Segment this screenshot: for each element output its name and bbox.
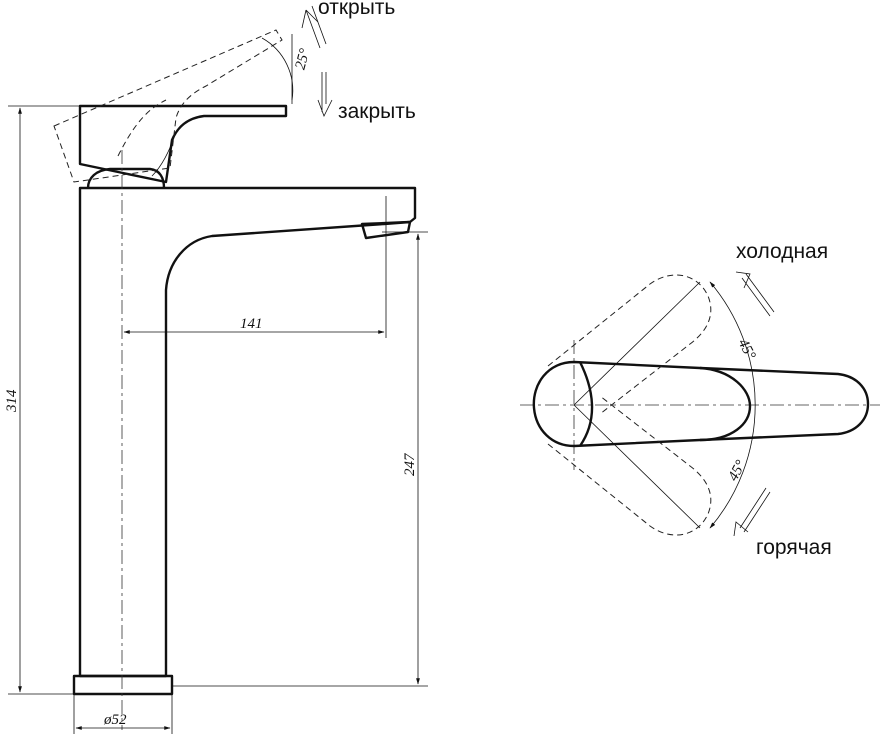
rotation-arc: [709, 281, 756, 529]
cold-label: холодная: [736, 240, 828, 263]
close-label: закрыть: [338, 100, 416, 123]
angle-label: 25°: [293, 47, 314, 71]
faucet-top-view: 45° 45° холодная горячая: [520, 240, 880, 559]
dim-52-label: ø52: [103, 712, 127, 728]
top-handle-inner: [578, 361, 752, 447]
cartridge-dome: [86, 167, 166, 189]
faucet-side-view: 25° открыть закрыть 314 247 141 ø52: [4, 0, 428, 734]
angle-arc: [261, 37, 294, 101]
angle-ray-cold: [573, 281, 701, 406]
faucet-body: [78, 186, 417, 678]
top-handle: [532, 360, 870, 448]
open-label: открыть: [318, 0, 395, 19]
open-arrow-shaft: [311, 5, 327, 45]
top-handle-hot-dashed: [547, 395, 712, 536]
top-handle-cold-dashed: [547, 274, 712, 415]
cold-arrow-icon: [735, 271, 775, 317]
open-arrow-icon: [301, 9, 321, 49]
cold-angle-label: 45°: [734, 336, 758, 362]
hot-arrow-icon: [733, 487, 771, 537]
handle-closed: [78, 104, 288, 184]
dim-141-label: 141: [240, 316, 263, 332]
dim-247-label: 247: [402, 452, 418, 476]
hot-angle-label: 45°: [725, 458, 749, 484]
handle-open-dashed: [53, 29, 283, 183]
close-arrow-icon: [317, 72, 333, 117]
dim-314-label: 314: [4, 389, 20, 413]
handle-open-inner: [117, 99, 167, 157]
base-ring: [72, 674, 174, 696]
hot-label: горячая: [756, 536, 832, 559]
handle-inner-curve: [151, 131, 177, 177]
angle-ray-hot: [573, 404, 701, 529]
